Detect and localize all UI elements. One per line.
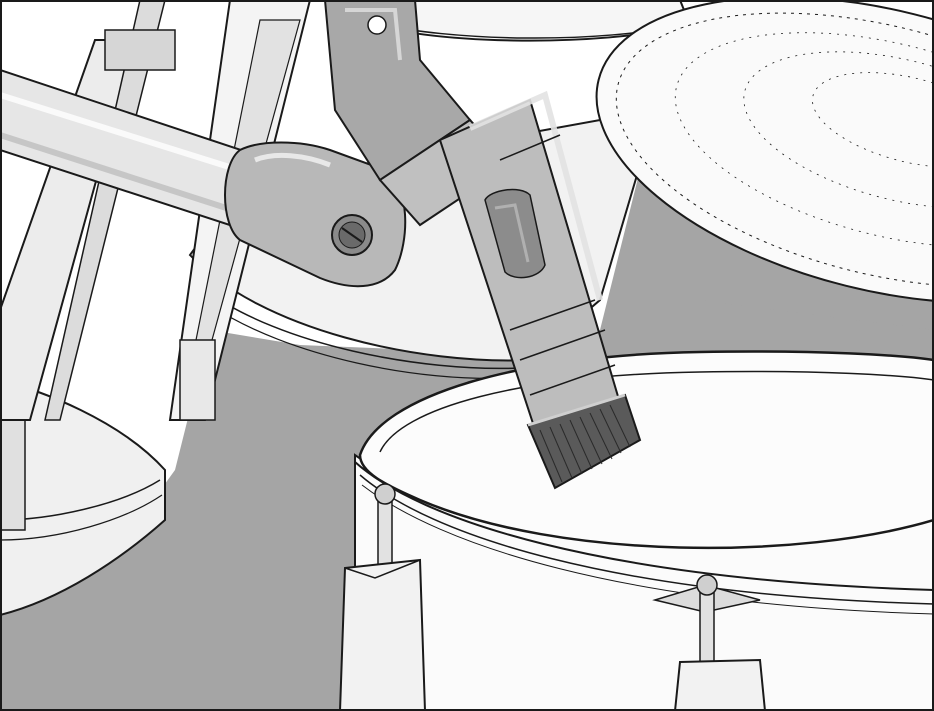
mic-clip	[224, 0, 512, 288]
snare-drum	[354, 350, 934, 711]
cymbal	[595, 0, 934, 330]
microphone	[438, 90, 642, 490]
tension-lug	[652, 574, 767, 711]
tension-lug	[338, 483, 427, 711]
mic-window	[484, 188, 546, 279]
